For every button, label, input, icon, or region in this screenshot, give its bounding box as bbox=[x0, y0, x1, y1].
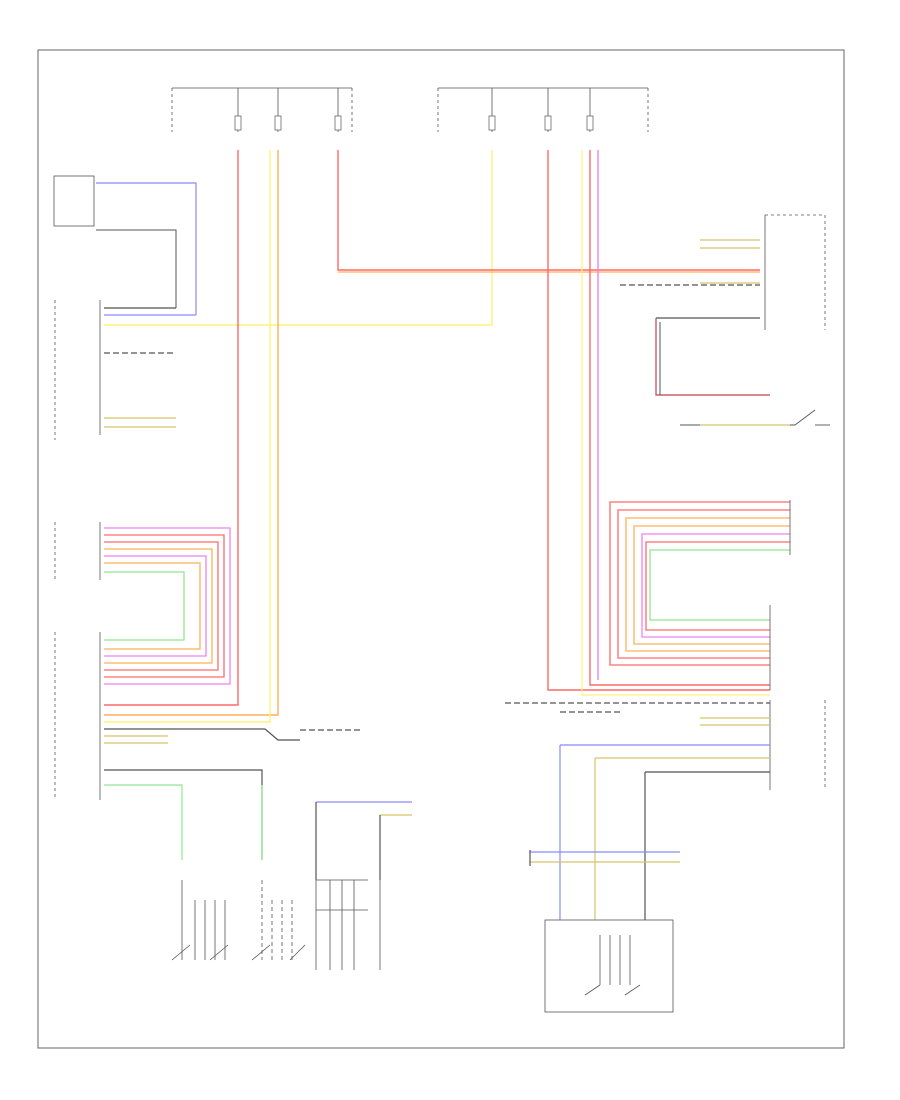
wire-red-to-right bbox=[337, 150, 760, 271]
left-lower-stubs bbox=[104, 728, 360, 860]
center-lower-switch bbox=[315, 879, 381, 970]
wire-yellow-main-right bbox=[581, 150, 770, 696]
right-lower-stubs bbox=[505, 702, 770, 920]
left-lower-connector bbox=[54, 632, 101, 800]
wire-darkred-loop bbox=[655, 318, 770, 396]
wire-red-main-right-2 bbox=[589, 150, 770, 686]
wire-orange-main-left bbox=[104, 150, 279, 716]
wire-red-main-left bbox=[104, 150, 239, 706]
upper-left-stubs bbox=[104, 307, 196, 428]
fuse-symbols bbox=[234, 115, 594, 131]
right-switch bbox=[680, 409, 830, 426]
right-bottom-module bbox=[544, 919, 674, 1013]
wire-red-main-right bbox=[547, 150, 770, 691]
left-upper-connector bbox=[54, 300, 101, 440]
diagram-border bbox=[37, 49, 845, 1049]
center-blue-tan-wires bbox=[315, 801, 412, 880]
left-upper-module bbox=[53, 175, 197, 315]
left-lower-switch-a bbox=[171, 880, 229, 961]
right-upper-stubs bbox=[620, 239, 760, 319]
right-fuse-panel bbox=[437, 87, 649, 132]
left-bundle-wires bbox=[104, 527, 231, 685]
wire-yellow-upper bbox=[104, 150, 493, 326]
right-upper-module bbox=[764, 214, 826, 330]
wire-yellow-main-left bbox=[104, 150, 271, 723]
right-lower-horizontal bbox=[529, 850, 680, 866]
left-lower-switch-b bbox=[251, 880, 306, 961]
left-middle-connector bbox=[54, 522, 101, 580]
right-middle-connector bbox=[769, 500, 791, 690]
right-lower-connector bbox=[769, 700, 826, 790]
left-fuse-panel bbox=[171, 87, 353, 132]
right-bundle-wires bbox=[609, 501, 790, 666]
